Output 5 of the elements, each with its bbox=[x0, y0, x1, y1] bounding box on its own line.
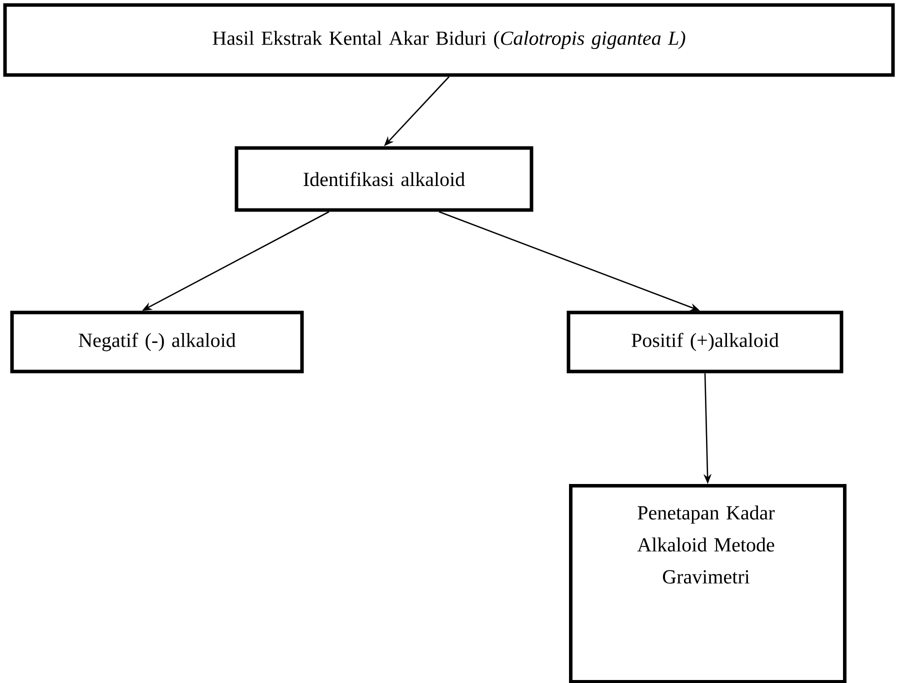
process-box: Penetapan Kadar Alkaloid Metode Gravimetri bbox=[569, 484, 846, 683]
process-box: Identifikasi alkaloid bbox=[234, 146, 534, 212]
process-box: Hasil Ekstrak Kental Akar Biduri (Calotropis gigantea L) bbox=[3, 3, 895, 77]
process-box: Positif (+)alkaloid bbox=[566, 310, 844, 374]
process-box: Negatif (-) alkaloid bbox=[10, 310, 304, 374]
